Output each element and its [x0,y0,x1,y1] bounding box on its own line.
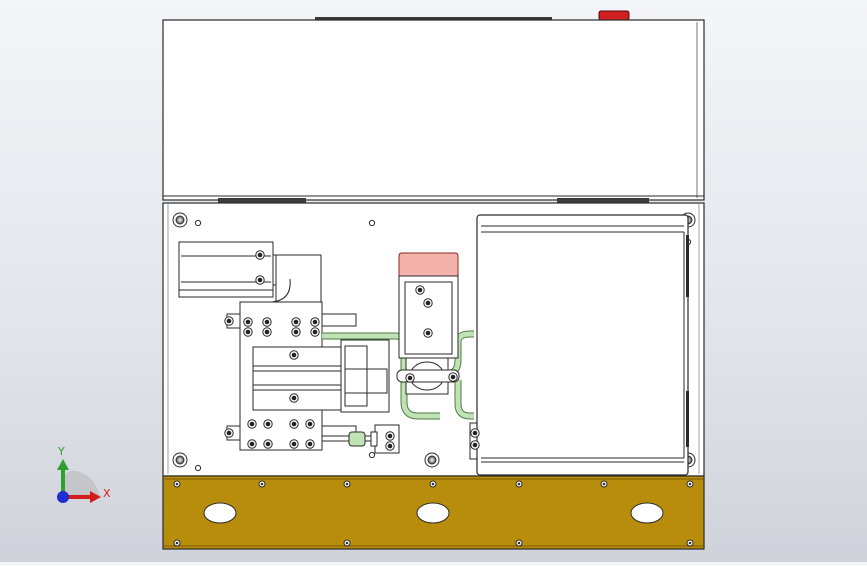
base-screw [686,539,694,547]
bolt-head [385,431,395,441]
base-screw [343,539,351,547]
hinge-left [218,198,306,203]
pin-hole [368,451,376,459]
pin-hole [194,464,202,472]
bolt-head [262,327,272,337]
bolt-head [415,285,425,295]
coordinate-triad: Y X [57,445,111,503]
base-screw [429,480,437,488]
bolt-head [243,327,253,337]
mounting-hole [172,212,188,228]
base-screw [343,480,351,488]
small-air-cylinder [178,241,274,298]
bolt-head [247,439,257,449]
bolt-head [224,316,234,326]
bolt-head [470,428,480,438]
y-axis-label: Y [57,445,65,458]
bolt-head [470,440,480,450]
base-screw [173,480,181,488]
bolt-head [262,317,272,327]
base-hole-right [630,502,664,524]
bolt-head [243,317,253,327]
base-screw [258,480,266,488]
bolt-head [289,419,299,429]
right-cover-box [476,214,689,476]
bolt-head [255,275,265,285]
bolt-head [224,428,234,438]
base-hole-center [416,502,450,524]
highlighted-clamp-top [398,252,459,277]
bolt-head [255,250,265,260]
bolt-head [305,419,315,429]
base-screw [173,539,181,547]
pin-hole [194,219,202,227]
bolt-head [263,419,273,429]
bolt-head [405,373,415,383]
bolt-head [448,372,458,382]
bolt-head [385,441,395,451]
base-screw [515,480,523,488]
mounting-hole [172,452,188,468]
flow-valve [348,431,366,447]
bolt-head [263,439,273,449]
mounting-hole [424,452,440,468]
bolt-head [291,317,301,327]
red-button [598,10,630,21]
triad-shadow [63,470,100,497]
pin-hole [368,219,376,227]
bolt-head [289,393,299,403]
base-screw [515,539,523,547]
bolt-head [423,328,433,338]
top-handle [315,17,552,21]
base-screw [686,480,694,488]
bolt-head [247,419,257,429]
bolt-head [310,327,320,337]
bolt-head [289,350,299,360]
bolt-head [310,317,320,327]
hinge-right [557,198,649,203]
z-axis [57,491,69,503]
bolt-head [291,327,301,337]
bolt-head [305,439,315,449]
guide-bar [321,313,357,327]
base-hole-left [203,502,237,524]
x-axis-label: X [103,487,111,500]
base-screw [600,480,608,488]
top-cover-panel [162,19,705,201]
bolt-head [423,298,433,308]
bolt-head [289,439,299,449]
